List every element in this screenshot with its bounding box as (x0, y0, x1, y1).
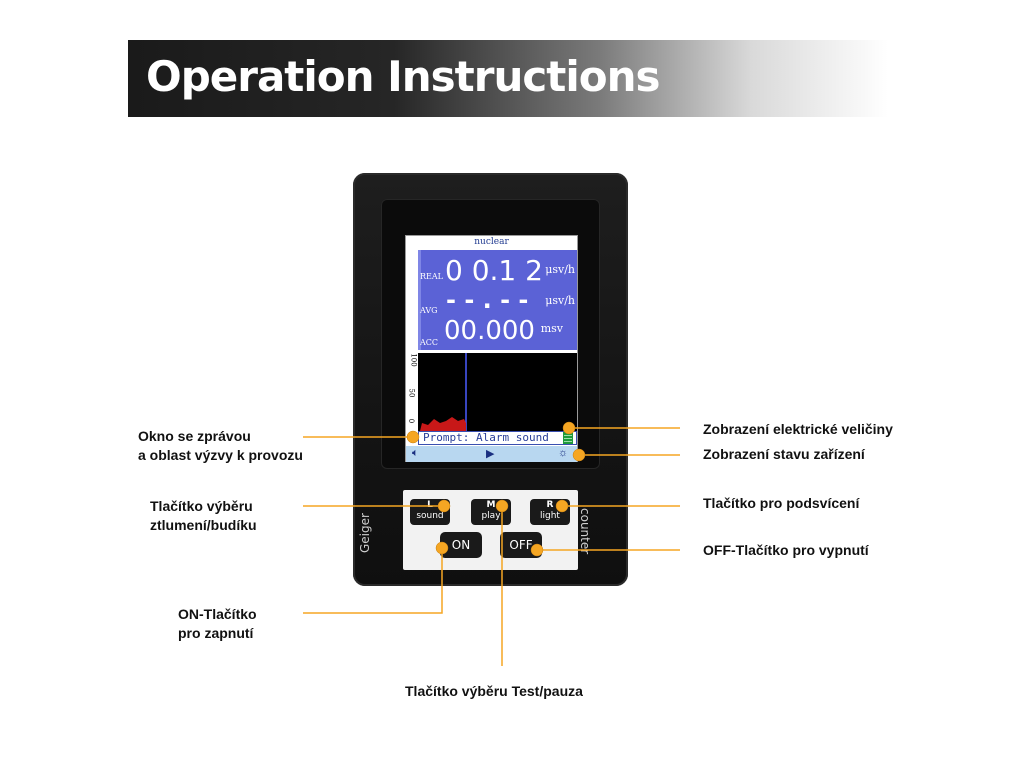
reading-label-real: REAL (420, 272, 443, 281)
reading-unit-avg: μsv/h (545, 294, 575, 307)
dot-backlight (555, 499, 569, 513)
play-icon: ▶ (486, 448, 495, 460)
reading-label-avg: AVG (420, 306, 438, 315)
reading-value-avg: - - . - - (446, 286, 529, 314)
dot-device-status (572, 448, 586, 462)
speaker-icon: 🔈︎ (412, 447, 419, 459)
reading-unit-acc: msv (540, 322, 563, 335)
dot-mute-alarm (437, 499, 451, 513)
dot-test-pause (495, 499, 509, 513)
reading-label-acc: ACC (420, 338, 439, 347)
screen-title: nuclear (474, 237, 509, 247)
device-status-bar: 🔈︎ ▶ ☼ (406, 446, 577, 462)
dot-off-button (530, 543, 544, 557)
light-button-key: R (546, 500, 554, 510)
callout-message-window-line1: Okno se zprávou (138, 428, 251, 444)
dot-message-window (406, 430, 420, 444)
callout-message-window-line2: a oblast výzvy k provozu (138, 447, 303, 463)
readings-accent-bar (418, 250, 421, 350)
callout-device-status: Zobrazení stavu zařízení (703, 446, 865, 462)
dot-on-button (435, 541, 449, 555)
callout-on-button-line1: ON-Tlačítko (178, 606, 257, 622)
leader-on-button (303, 548, 443, 614)
light-button-label: light (540, 511, 560, 521)
lcd-screen: nuclear REAL 0 0.1 2 μsv/h AVG - - . - -… (405, 235, 578, 462)
callout-test-pause-button: Tlačítko výběru Test/pauza (405, 683, 583, 699)
battery-icon (563, 432, 573, 444)
radiation-graph (418, 353, 577, 431)
sound-button-key: L (427, 500, 433, 510)
callout-backlight-button: Tlačítko pro podsvícení (703, 495, 860, 511)
callout-off-button: OFF-Tlačítko pro vypnutí (703, 542, 869, 558)
play-button-key: M (486, 500, 496, 510)
page-title: Operation Instructions (146, 52, 660, 101)
callout-mute-alarm-line2: ztlumení/budíku (150, 517, 257, 533)
callout-on-button: ON-Tlačítko pro zapnutí (178, 605, 257, 643)
reading-value-acc: 00.000 (444, 316, 535, 346)
graph-bars (420, 417, 466, 431)
reading-value-real: 0 0.1 2 (445, 254, 543, 287)
dot-electric-display (562, 421, 576, 435)
sound-button-label: sound (416, 511, 444, 521)
play-button-label: play (481, 511, 501, 521)
callout-mute-alarm: Tlačítko výběru ztlumení/budíku (150, 497, 257, 535)
backlight-icon: ☼ (558, 447, 569, 459)
on-button[interactable]: ON (440, 532, 482, 558)
callout-mute-alarm-line1: Tlačítko výběru (150, 498, 253, 514)
callout-on-button-line2: pro zapnutí (178, 625, 254, 641)
callout-message-window: Okno se zprávou a oblast výzvy k provozu (138, 427, 303, 465)
callout-electric-display: Zobrazení elektrické veličiny (703, 421, 893, 437)
radiation-graph-plot (420, 353, 467, 431)
header-banner: Operation Instructions (128, 40, 888, 117)
reading-unit-real: μsv/h (545, 263, 575, 276)
readings-panel: REAL 0 0.1 2 μsv/h AVG - - . - - μsv/h A… (418, 250, 577, 350)
